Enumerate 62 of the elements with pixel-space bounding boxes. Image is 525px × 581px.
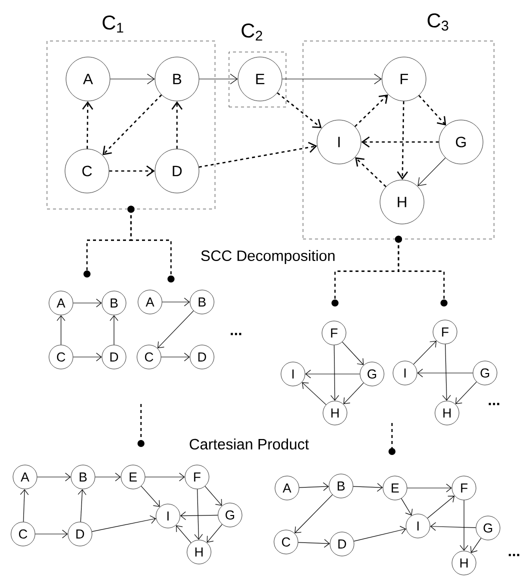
arrow [330,344,340,401]
arrow [460,500,468,551]
arrow [354,94,388,128]
arrow [206,524,222,543]
arrow [361,136,439,148]
arrow [72,298,102,308]
arrow [34,530,68,538]
arrow [355,157,386,188]
arrow [20,489,29,522]
arrow [102,94,162,156]
annotation-text: ... [508,554,520,556]
arrow [157,310,194,348]
arrow [176,525,192,544]
arrow [162,298,190,306]
arrow [92,515,156,532]
dashed-connector [128,206,174,282]
arrow [401,498,413,516]
arrow [418,158,446,186]
arrow [198,142,318,168]
arrow [417,368,474,378]
arrow [302,382,326,405]
arrow [72,352,102,362]
arrow [78,489,86,522]
arrow [413,340,436,365]
arrow [36,472,71,482]
arrow [305,370,360,378]
arrow [396,101,408,180]
arrow [194,488,203,540]
arrow [140,486,160,507]
dashed-connector [395,236,448,306]
arrow [342,342,364,366]
arrow [56,315,66,346]
arrow [298,482,329,491]
arrow [171,101,183,149]
arrow [204,486,222,506]
arrow [110,74,155,84]
arrow [352,483,383,492]
arrow [430,522,476,531]
arrow [198,74,238,84]
arrow [418,95,446,126]
arrow [94,472,121,482]
arrow [455,382,477,404]
arrow [427,496,455,519]
arrow [282,74,382,84]
arrow [298,539,330,548]
arrow [294,494,333,534]
annotation-text: SCC Decomposition [201,250,335,264]
annotation-text: ... [488,402,500,406]
arrow [110,315,118,346]
arrow [343,382,364,404]
arrow [442,344,451,401]
arrow [82,101,94,149]
arrow [109,165,155,177]
annotation-text: ... [230,332,242,336]
arrow [470,538,482,553]
arrow [160,352,190,362]
arrow [276,92,322,128]
arrow [180,511,218,520]
arrow [406,484,452,492]
arrow [354,526,406,542]
annotation-text: Cartesian Product [190,438,309,450]
arrow [144,472,185,482]
